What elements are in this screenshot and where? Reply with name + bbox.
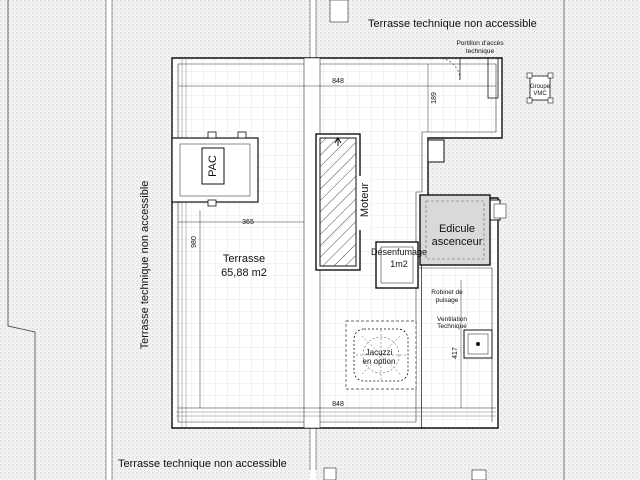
- groupe-vmc-line1: Groupe: [530, 84, 551, 90]
- tech-roof-label-bottom: Terrasse technique non accessible: [118, 458, 287, 470]
- moteur-label: Moteur: [359, 183, 371, 218]
- desenfumage-label-line2: 1m2: [390, 259, 408, 269]
- dim-top-width: 848: [332, 78, 344, 85]
- ventilation-icon: [476, 342, 480, 346]
- ventilation-label-line2: Technique: [437, 323, 467, 330]
- jacuzzi: Jacuzzi en option: [345, 320, 417, 390]
- edicule-ascenseur: Edicule ascenceur: [419, 194, 491, 266]
- portillon-label-line1: Portillon d'accès: [456, 40, 504, 47]
- portillon-door: [437, 57, 499, 99]
- pac-label: PAC: [207, 155, 219, 177]
- terrasse-area: 65,88 m2: [221, 267, 267, 279]
- dim-top-depth: 189: [431, 92, 438, 104]
- desenfumage-label-line1: Désenfumage: [371, 247, 427, 257]
- jacuzzi-label-line1: Jacuzzi: [366, 348, 393, 357]
- dim-mid-width: 365: [242, 219, 254, 226]
- edicule-label-line1: Edicule: [439, 223, 475, 235]
- zone-labels: Terrasse technique non accessible Terras…: [118, 18, 537, 470]
- robinet-label-line1: Robinet de: [431, 289, 463, 296]
- dimension-lines: 848 848 189 365 980 417: [178, 64, 496, 409]
- ventilation-label-line1: Ventilation: [437, 316, 467, 323]
- tech-roof-label-left: Terrasse technique non accessible: [139, 181, 151, 350]
- desenfumage: Désenfumage 1m2: [371, 241, 427, 289]
- robinet-label-line2: puisage: [436, 297, 459, 304]
- tech-roof-label-top: Terrasse technique non accessible: [368, 18, 537, 30]
- dim-bottom-width: 848: [332, 401, 344, 408]
- dim-left-height: 980: [191, 236, 198, 248]
- groupe-vmc: Groupe VMC: [526, 72, 554, 104]
- portillon-label-line2: technique: [466, 48, 495, 55]
- edicule-label-line2: ascenceur: [432, 236, 483, 248]
- groupe-vmc-line2: VMC: [533, 91, 547, 97]
- pac-zone: PAC: [171, 131, 259, 207]
- terrasse-name: Terrasse: [223, 253, 265, 265]
- motor-block: Moteur: [315, 133, 371, 271]
- dim-right-height: 417: [452, 347, 459, 359]
- ventilation-box: [463, 329, 493, 359]
- jacuzzi-label-line2: en option: [363, 357, 396, 366]
